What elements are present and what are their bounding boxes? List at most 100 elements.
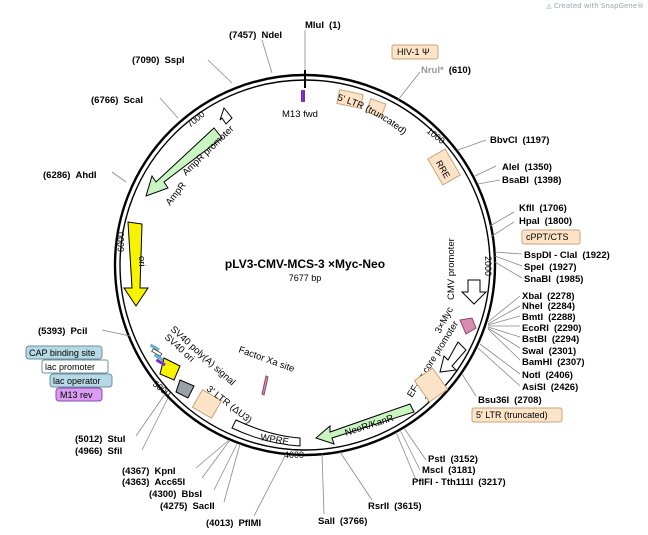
ori-label: ori [136,256,147,267]
cap-binding-box [25,345,103,360]
myc-tag [459,317,477,335]
feature-ori[interactable]: ori [123,221,149,307]
site-bspdi-clai[interactable]: BspDI - ClaI(1922) [524,250,610,261]
cap-mark [149,343,160,352]
factor-xa-label: Factor Xa site [237,344,296,374]
cap-binding-label: CAP binding site [29,348,95,358]
tick-4000: 4000 [284,450,304,460]
m13-fwd-label: M13 fwd [282,109,318,120]
ltr5-box-a [336,89,364,109]
lac-operator-box [49,373,113,388]
site-sacii[interactable]: (4275)SacII [160,501,215,512]
site-pflmi[interactable]: (4013)PflMI [206,518,261,529]
plasmid-length: 7677 bp [289,273,322,283]
feature-lac-operator[interactable]: lac operator [49,373,113,388]
ltr5-box-b [365,98,387,118]
feature-lac-elements [149,343,166,367]
site-snabi[interactable]: SnaBI(1985) [524,274,583,285]
site-sali[interactable]: SalI(3766) [318,516,367,527]
cppt-label: cPPT/CTS [526,232,569,242]
site-ahdi[interactable]: (6286)AhdI [43,170,97,181]
feature-m13-fwd[interactable]: M13 fwd [282,90,318,120]
site-bbvci[interactable]: BbvCI(1197) [490,135,549,146]
site-bbsi[interactable]: (4300)BbsI [149,489,202,500]
feature-m13-rev[interactable]: M13 rev [55,387,103,402]
plasmid-name: pLV3-CMV-MCS-3 ×Myc-Neo [225,257,385,271]
feature-cmv-promoter[interactable]: CMV promoter [446,238,488,305]
lac-operator-label: lac operator [53,376,101,386]
site-connectors [101,30,523,517]
tick-7000: 7000 [185,109,207,130]
site-pflfi-tth111i[interactable]: PflFI - Tth111I(3217) [412,477,506,488]
tick-5000: 5000 [151,379,173,399]
ltr5-outer-box [413,367,449,403]
feature-cppt-cts[interactable]: cPPT/CTS [521,229,581,245]
feature-5ltr-truncated[interactable]: 5' LTR (truncated) [336,89,409,138]
rre-box [427,148,461,186]
site-ecori[interactable]: EcoRI(2290) [522,323,581,334]
site-mlui[interactable]: MluI(1) [305,20,341,31]
sv40-polya-label: SV40 poly(A) signal [168,324,237,388]
site-nhei[interactable]: NheI(2284) [522,301,575,312]
site-nrui[interactable]: NruI*(610) [421,65,471,76]
feature-3ltr[interactable]: 3' LTR (ΔU3) [191,384,254,426]
feature-lac-promoter[interactable]: lac promoter [41,359,109,374]
feature-wpre[interactable]: WPRE [231,419,301,448]
feature-rre[interactable]: RRE [427,148,461,186]
ltr5-outer-label-box [471,407,563,423]
lac-promoter-mark [151,348,163,357]
ltr3-box [191,389,223,419]
site-asisi[interactable]: AsiSI(2426) [522,382,578,393]
site-bamhi[interactable]: BamHI(2307) [522,357,585,368]
site-scai[interactable]: (6766)ScaI [91,95,143,106]
site-psti[interactable]: PstI(3152) [428,454,478,465]
site-sfii[interactable]: (4966)SfiI [75,446,122,457]
site-sspi[interactable]: (7090)SspI [132,55,185,66]
site-alei[interactable]: AleI(1350) [502,162,552,173]
ampr-label: AmpR [164,180,189,208]
site-bsabi[interactable]: BsaBI(1398) [502,175,561,186]
lac-operator-mark [153,353,164,362]
site-stui[interactable]: (5012)StuI [75,434,125,445]
feature-cap-binding-site[interactable]: CAP binding site [25,345,103,360]
site-msci[interactable]: MscI(3181) [422,465,476,476]
feature-factor-xa[interactable]: Factor Xa site [237,344,296,396]
site-pcii[interactable]: (5393)PciI [38,326,87,337]
m13-rev-box [55,387,103,402]
site-noti[interactable]: NotI(2406) [522,370,573,381]
site-xbai[interactable]: XbaI(2278) [522,291,575,302]
snapgene-credit: ◬ Created with SnapGene® [546,2,644,10]
lac-promoter-label: lac promoter [45,362,95,372]
feature-hiv1-psi[interactable]: HIV-1 Ψ [391,44,439,60]
site-bstbi[interactable]: BstBI(2294) [522,334,579,345]
site-kpni[interactable]: (4367)KpnI [122,466,176,477]
snapgene-icon: ◬ [546,2,552,10]
m13-fwd-primer-mark [301,90,305,102]
ltr5-outer-label: 5' LTR (truncated) [476,410,548,420]
site-swai[interactable]: SwaI(2301) [522,346,576,357]
ori-arrow [123,221,149,307]
site-bmti[interactable]: BmtI(2288) [522,312,576,323]
cppt-box [521,229,581,245]
grey-feature-box [175,379,195,399]
site-acc65i[interactable]: (4363)Acc65I [122,477,185,488]
credit-text: Created with SnapGene® [553,2,644,10]
cmv-arrow [460,279,488,305]
site-bsu36i[interactable]: Bsu36I(2708) [478,395,542,406]
ampr-promoter-arrow [219,106,233,125]
site-hpai[interactable]: HpaI(1800) [519,216,572,227]
site-kfli[interactable]: KflI(1706) [519,203,567,214]
ampr-arrow [145,127,223,197]
feature-sv40-polya[interactable]: SV40 poly(A) signal [168,324,237,388]
hiv1-psi-label: HIV-1 Ψ [397,47,430,57]
feature-5ltr-outer[interactable]: 5' LTR (truncated) [413,367,563,423]
hiv1-psi-box [391,44,439,60]
site-rsrii[interactable]: RsrII(3615) [368,501,422,512]
lac-promoter-box [41,359,109,374]
site-ndei[interactable]: (7457)NdeI [229,30,282,41]
wpre-label: WPRE [259,432,289,448]
site-spei[interactable]: SpeI(1927) [524,262,577,273]
m13-rev-label: M13 rev [60,390,93,400]
tick-2000: 2000 [483,256,493,276]
